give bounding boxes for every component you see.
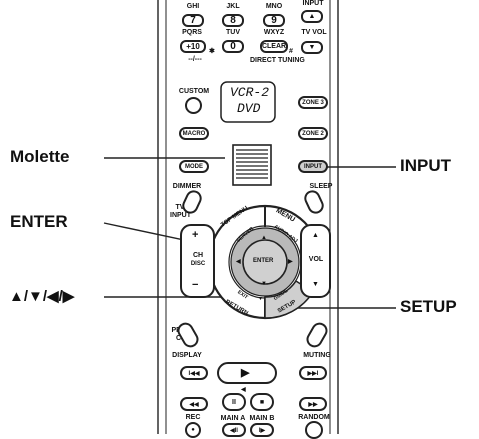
- vol-up[interactable]: ▲: [312, 232, 319, 239]
- vol-label: VOL: [308, 256, 324, 263]
- random-label: RANDOM: [298, 414, 330, 421]
- input-up-button[interactable]: ▲: [301, 10, 323, 23]
- dimmer-label: DIMMER: [172, 183, 202, 190]
- callout-arrows: ▲/▼/◀/▶: [9, 288, 75, 305]
- key-10-letters: PQRS: [182, 29, 202, 36]
- ch-minus[interactable]: −: [192, 279, 199, 291]
- key-8-letters: JKL: [226, 3, 240, 10]
- tv-input-label: TV INPUT: [170, 204, 191, 219]
- ch-rocker: [180, 224, 215, 298]
- lcd-line-2: DVD: [237, 101, 261, 116]
- key-9[interactable]: 9: [263, 14, 285, 27]
- key-9-letters: MNO: [265, 3, 283, 10]
- play-button[interactable]: ▶: [241, 367, 250, 379]
- slow-forward-button[interactable]: I▶: [250, 423, 274, 437]
- key-clear-letters: WXYZ: [263, 29, 285, 36]
- ch-plus[interactable]: +: [192, 229, 199, 241]
- display-label: DISPLAY: [172, 352, 202, 359]
- dashes-label: --/---: [188, 56, 202, 63]
- macro-button[interactable]: MACRO: [179, 127, 209, 140]
- random-button[interactable]: [305, 421, 323, 439]
- sleep-label: SLEEP: [309, 183, 333, 190]
- main-b-label: MAIN B: [249, 415, 275, 422]
- key-0-letters: TUV: [226, 29, 240, 36]
- next-track-button[interactable]: ▶▶I: [299, 366, 327, 380]
- input-button[interactable]: INPUT: [298, 160, 328, 173]
- callout-input: INPUT: [400, 156, 451, 175]
- arrow-left-button[interactable]: ◀: [236, 259, 241, 265]
- lcd-display: [220, 81, 276, 123]
- disc-label: DISC: [190, 261, 206, 267]
- ch-label: CH: [192, 252, 204, 259]
- callout-molette: Molette: [10, 147, 70, 166]
- key-0[interactable]: 0: [222, 40, 244, 53]
- callout-enter: ENTER: [10, 212, 68, 231]
- pause-button[interactable]: II: [222, 393, 246, 411]
- mode-button[interactable]: MODE: [179, 160, 209, 173]
- arrow-down-button[interactable]: ▼: [261, 281, 267, 287]
- lcd-line-1: VCR-2: [230, 85, 270, 100]
- key-plus-10[interactable]: +10: [180, 40, 206, 53]
- zone2-button[interactable]: ZONE 2: [298, 127, 328, 140]
- key-8[interactable]: 8: [222, 14, 244, 27]
- input-top-label: INPUT: [302, 0, 324, 7]
- enter-disk: [242, 239, 288, 285]
- rewind-button[interactable]: ◀◀: [180, 397, 208, 411]
- rec-label: REC: [185, 414, 201, 421]
- key-7[interactable]: 7: [182, 14, 204, 27]
- muting-label: MUTING: [303, 352, 331, 359]
- custom-label: CUSTOM: [178, 88, 210, 95]
- tv-vol-down-button[interactable]: ▼: [301, 41, 323, 54]
- key-7-letters: GHI: [186, 3, 200, 10]
- vol-down[interactable]: ▼: [312, 281, 319, 288]
- key-clear[interactable]: CLEAR: [260, 40, 288, 53]
- play-back-small-icon: ◀: [241, 387, 246, 393]
- star-symbol: ✱: [209, 48, 215, 55]
- enter-button[interactable]: ENTER: [253, 258, 274, 264]
- tv-vol-label: TV VOL: [301, 29, 327, 36]
- arrow-right-button[interactable]: ▶: [288, 259, 293, 265]
- stop-button[interactable]: ■: [250, 393, 274, 411]
- callout-setup: SETUP: [400, 297, 457, 316]
- prev-track-button[interactable]: I◀◀: [180, 366, 208, 380]
- rec-button[interactable]: ●: [185, 422, 201, 438]
- slow-back-button[interactable]: ◀II: [222, 423, 246, 437]
- arrow-up-button[interactable]: ▲: [261, 235, 267, 241]
- vol-rocker: [300, 224, 331, 298]
- main-a-label: MAIN A: [220, 415, 246, 422]
- hash-symbol: #: [289, 48, 293, 55]
- custom-button[interactable]: [185, 97, 202, 114]
- fast-forward-button[interactable]: ▶▶: [299, 397, 327, 411]
- zone3-button[interactable]: ZONE 3: [298, 96, 328, 109]
- direct-tuning-label: DIRECT TUNING: [250, 57, 305, 64]
- exit-guide-down: ▼: [258, 296, 263, 302]
